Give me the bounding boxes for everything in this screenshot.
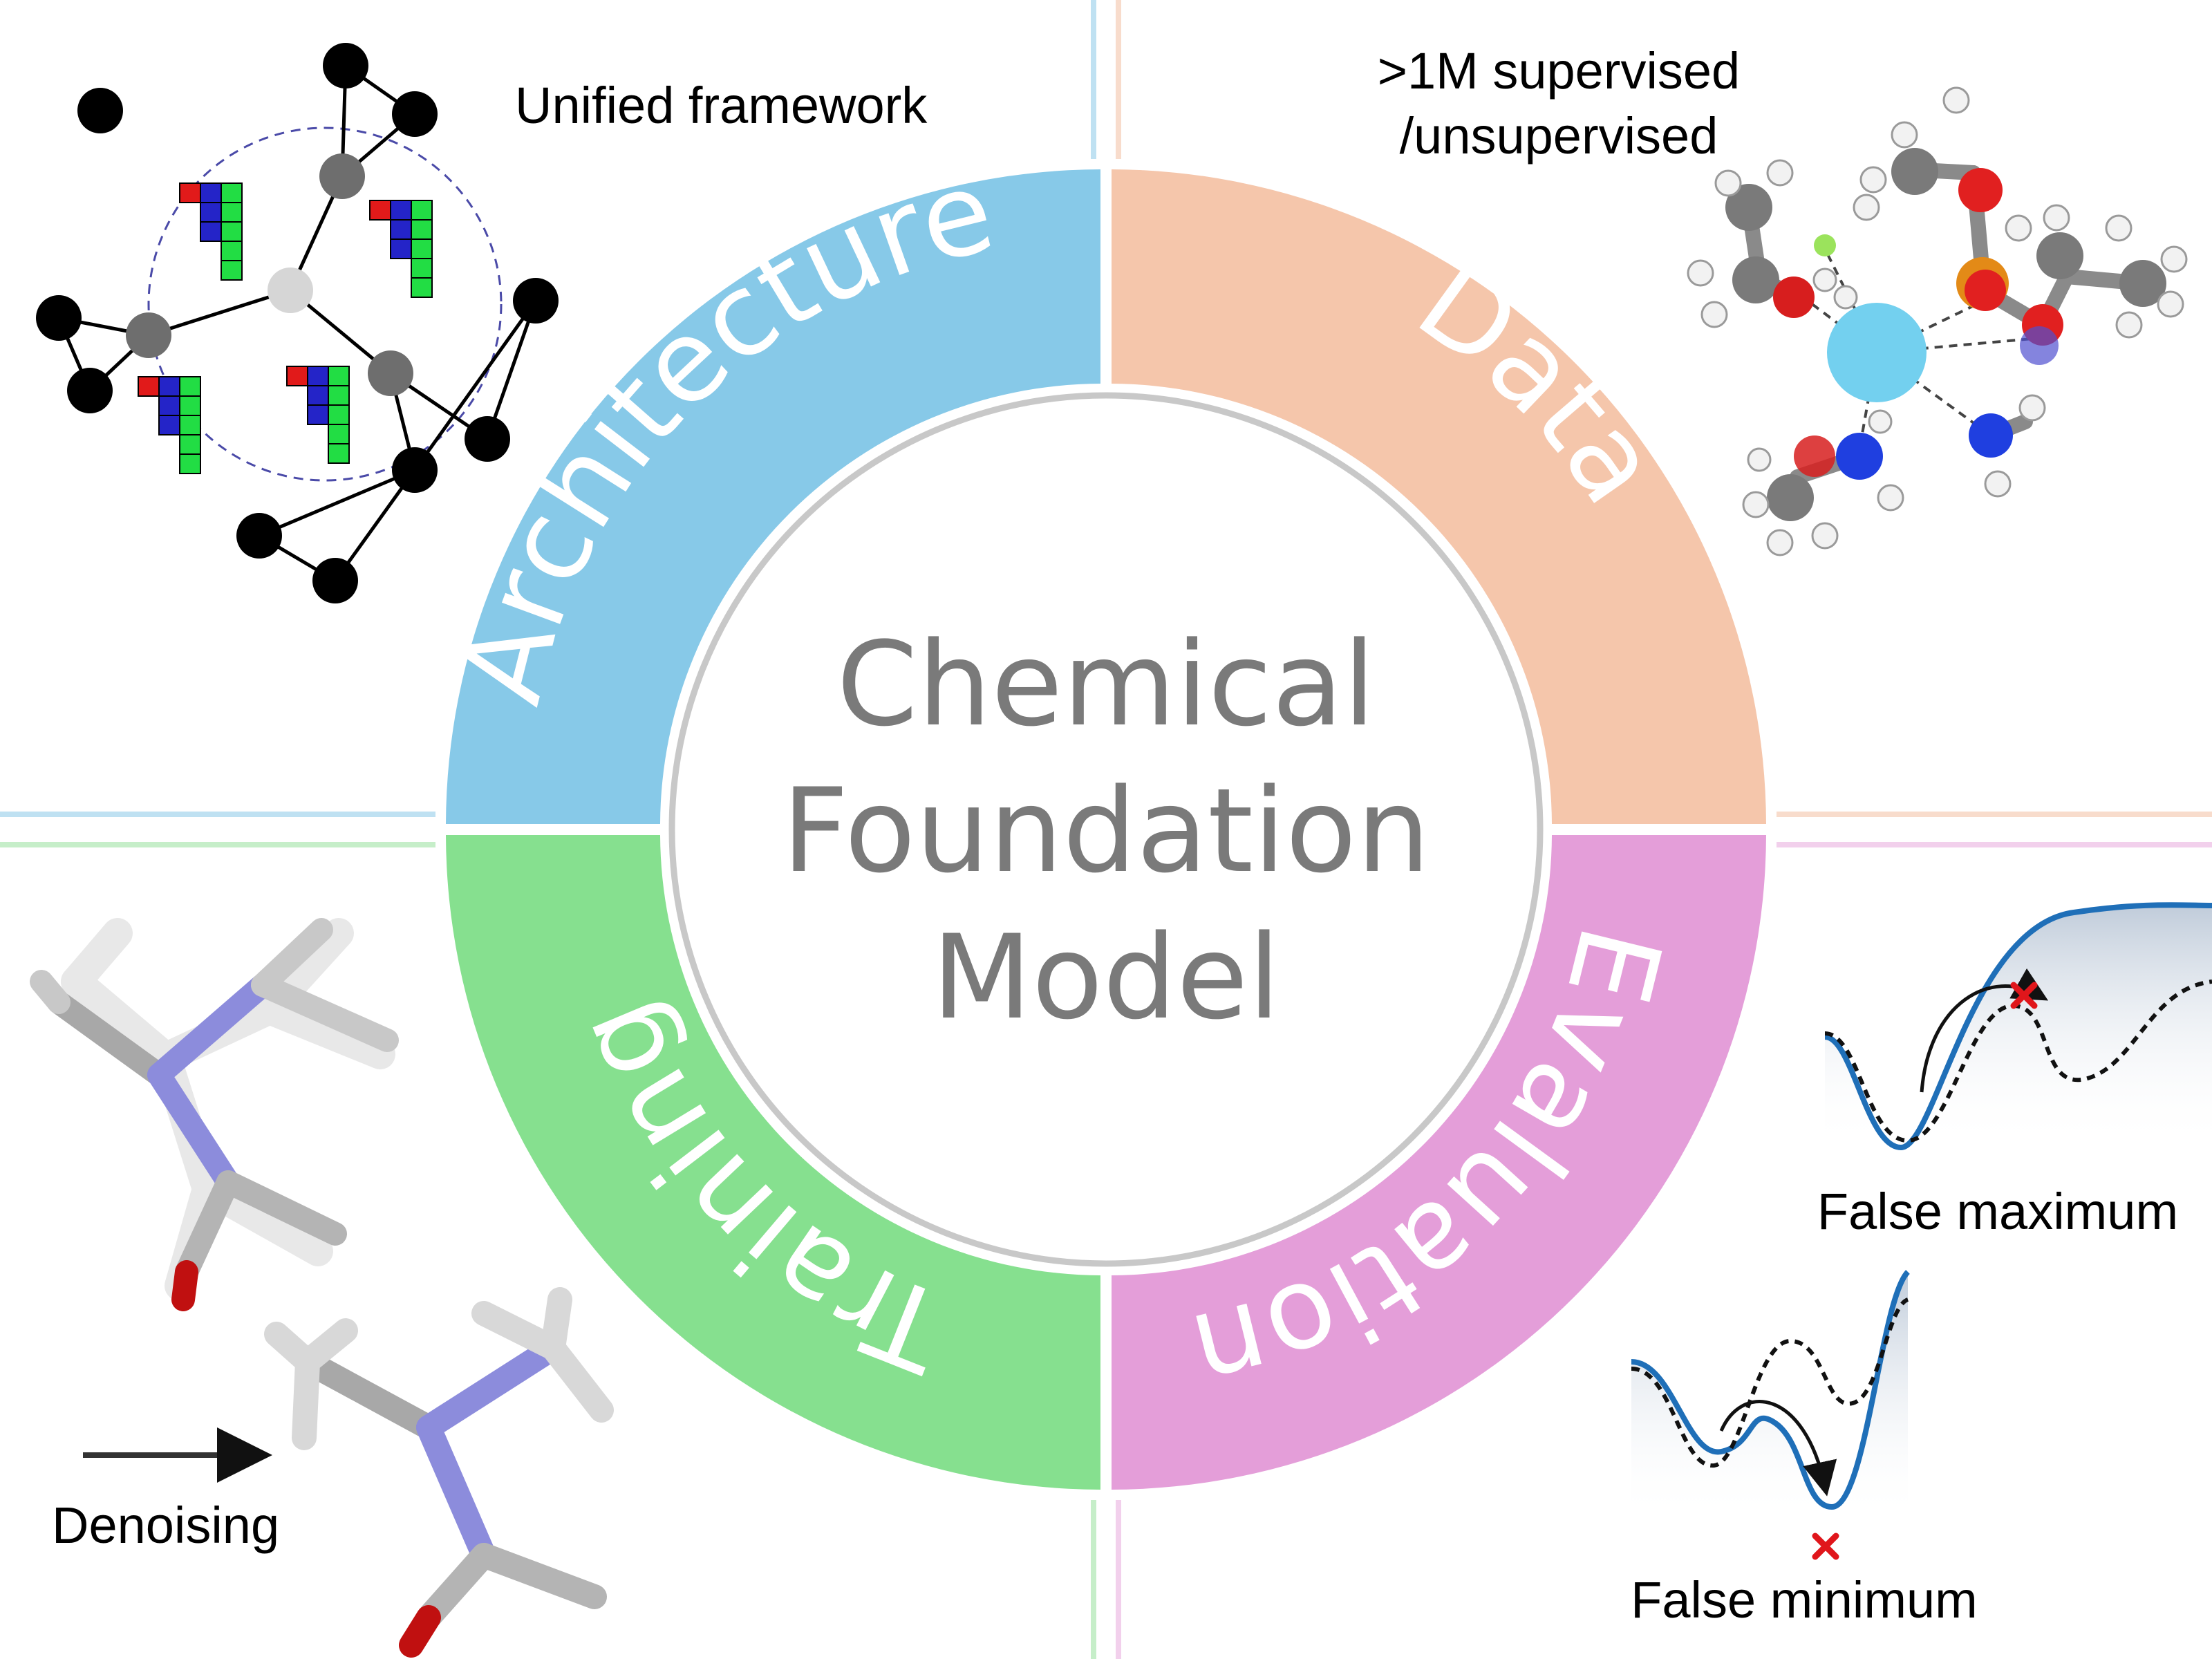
center-line-1: Chemical	[836, 617, 1375, 752]
ring	[446, 169, 1766, 1490]
false-maximum-plot	[1824, 902, 2212, 1151]
center-line-2: Foundation	[782, 763, 1430, 899]
feature-vector-glyph-2	[369, 200, 433, 298]
ring-segment-architecture	[446, 169, 1100, 824]
caption-data-line-2: /unsupervised	[1400, 107, 1718, 165]
caption-false-minimum: False minimum	[1631, 1571, 1978, 1629]
center-line-3: Model	[932, 910, 1280, 1045]
ring-segment-training	[446, 835, 1100, 1490]
caption-denoising: Denoising	[52, 1497, 279, 1554]
center-border	[668, 392, 1544, 1267]
noisy-molecule-illustration	[30, 918, 399, 1311]
false-minimum-plot	[1631, 1270, 1911, 1560]
feature-vector-glyph-1	[179, 182, 243, 281]
center-title: Chemical Foundation Model	[782, 617, 1430, 1045]
false-minimum-predicted-curve	[1631, 1297, 1909, 1468]
denoised-molecule-illustration	[264, 1287, 614, 1658]
solvated-ion-illustration	[1687, 86, 2188, 556]
graph-network-illustration	[36, 43, 559, 603]
caption-data-line-1: >1M supervised	[1378, 42, 1740, 100]
caption-false-maximum: False maximum	[1817, 1183, 2178, 1240]
false-minimum-true-curve	[1631, 1270, 1911, 1510]
ring-segment-evaluation	[1112, 835, 1766, 1490]
false-minimum-arrow	[1719, 1400, 1837, 1497]
false-maximum-x-marker	[2010, 982, 2038, 1009]
caption-unified-framework: Unified framework	[515, 77, 928, 134]
feature-vector-glyph-3	[138, 376, 201, 474]
center-disc	[664, 387, 1548, 1272]
false-maximum-predicted-curve	[1824, 980, 2212, 1143]
ring-segment-data	[1112, 169, 1766, 824]
feature-vector-glyph-4	[286, 366, 350, 464]
false-maximum-true-curve	[1824, 902, 2212, 1151]
false-minimum-x-marker	[1812, 1533, 1839, 1560]
